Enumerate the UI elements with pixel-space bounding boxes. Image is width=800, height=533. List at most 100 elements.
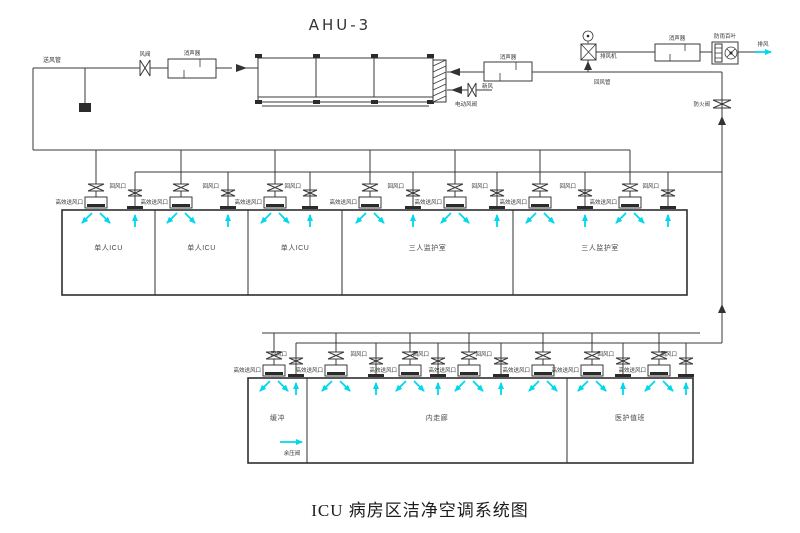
hepa-outlet-label: 高效送风口: [618, 366, 646, 374]
supply-duct-label: 送风管: [43, 56, 61, 64]
room-label: 三人监护室: [409, 243, 447, 252]
hepa-supply-terminal: 高效送风口: [414, 150, 470, 224]
supply-air-arrow: [528, 380, 540, 392]
damper-icon: [489, 189, 505, 197]
hepa-box-icon: [580, 364, 604, 377]
row1-air-terminals: 高效送风口高效送风口高效送风口高效送风口高效送风口高效送风口高效送风口回风口回风…: [55, 150, 676, 227]
supply-air-arrow: [81, 212, 93, 224]
fresh-air-label: 新风: [482, 82, 494, 90]
return-grille-label: 回风口: [270, 351, 287, 358]
hepa-outlet-label: 高效送风口: [369, 366, 397, 374]
valve-label: 风阀: [139, 50, 150, 58]
grille-bar-icon: [660, 206, 676, 209]
return-air-grille: 回风口: [559, 172, 593, 227]
grille-bar-icon: [577, 206, 593, 209]
damper-icon: [361, 183, 379, 192]
silencer-label: 消声器: [500, 53, 517, 61]
hepa-supply-terminal: 高效送风口: [499, 150, 555, 224]
supply-air-arrow: [184, 212, 196, 224]
hepa-outlet-label: 高效送风口: [295, 366, 323, 374]
flow-arrow: [584, 61, 592, 70]
room-label: 内走廊: [426, 413, 449, 422]
return-grille-label: 回风口: [202, 183, 219, 190]
grille-bar-icon: [288, 374, 304, 377]
supply-air-arrow: [662, 380, 674, 392]
damper-icon: [172, 183, 190, 192]
hepa-box-icon: [443, 196, 467, 209]
room-block: [247, 377, 694, 464]
flow-arrow: [451, 86, 462, 94]
return-grille-label: 回风口: [642, 183, 659, 190]
exhaust-air-label: 排风: [757, 40, 769, 48]
hepa-outlet-label: 高效送风口: [233, 366, 261, 374]
hepa-box-icon: [531, 364, 555, 377]
hepa-outlet-label: 高效送风口: [234, 198, 262, 206]
hepa-box-icon: [324, 364, 348, 377]
return-grille-label: 回风口: [412, 351, 429, 358]
hepa-supply-terminal: 高效送风口: [502, 333, 558, 392]
damper-icon: [615, 357, 631, 365]
grille-bar-icon: [489, 206, 505, 209]
supply-air-arrow: [373, 212, 385, 224]
return-duct-label: 回风管: [594, 78, 611, 86]
silencer-exhaust: [654, 43, 701, 62]
room-label: 三人监护室: [581, 243, 619, 252]
return-grille-label: 回风口: [471, 183, 488, 190]
rain-louver-icon: [711, 41, 739, 65]
return-air-grille: 回风口: [471, 172, 505, 227]
grille-bar-icon: [430, 374, 446, 377]
return-grille-label: 回风口: [559, 183, 576, 190]
return-air-grille: 回风口: [109, 172, 143, 227]
supply-air-arrow: [339, 380, 351, 392]
silencer-return: [483, 61, 533, 82]
supply-air-arrow: [260, 212, 272, 224]
return-grille-label: 回风口: [109, 183, 126, 190]
supply-air-arrow: [277, 380, 289, 392]
return-air-grille: 回风口: [475, 343, 509, 395]
silencer-label: 消声器: [184, 49, 201, 57]
damper-icon: [430, 357, 446, 365]
hepa-box-icon: [262, 364, 286, 377]
rain-louver-label: 防雨百叶: [714, 32, 737, 40]
supply-air-arrow: [321, 380, 333, 392]
room-label: 单人ICU: [94, 243, 123, 252]
damper-icon: [678, 357, 694, 365]
damper-icon: [302, 189, 318, 197]
hepa-box-icon: [457, 364, 481, 377]
fire-damper-label: 防火阀: [693, 100, 710, 108]
supply-air-arrow: [278, 212, 290, 224]
return-air-grille: 回风口: [284, 172, 318, 227]
supply-air-arrow: [99, 212, 111, 224]
damper-icon: [220, 189, 236, 197]
supply-air-arrow: [355, 212, 367, 224]
hepa-box-icon: [647, 364, 671, 377]
damper-icon: [531, 183, 549, 192]
page-title: ICU 病房区洁净空调系统图: [311, 501, 529, 520]
duct-sensor-icon: [79, 103, 91, 112]
hepa-outlet-label: 高效送风口: [551, 366, 579, 374]
supply-air-arrow: [454, 380, 466, 392]
damper-icon: [534, 351, 552, 360]
hepa-supply-terminal: 高效送风口: [618, 333, 674, 392]
hepa-supply-terminal: 高效送风口: [589, 150, 645, 224]
return-air-grille: 回风口: [387, 172, 421, 227]
relief-valve-label: 余压阀: [284, 449, 301, 457]
supply-air-arrow: [525, 212, 537, 224]
flow-arrow: [449, 68, 460, 76]
damper-icon: [288, 357, 304, 365]
supply-air-arrow: [595, 380, 607, 392]
fire-damper-icon: [712, 99, 732, 109]
hepa-outlet-label: 高效送风口: [414, 198, 442, 206]
ahu-filter-section-icon: [432, 59, 447, 103]
supply-air-arrow: [546, 380, 558, 392]
supply-air-arrow: [395, 380, 407, 392]
hepa-outlet-label: 高效送风口: [140, 198, 168, 206]
flow-arrow: [718, 116, 726, 125]
exhaust-fan-label: 排风机: [600, 52, 617, 60]
return-grille-label: 回风口: [660, 351, 677, 358]
silencer-supply: [167, 58, 217, 79]
hepa-box-icon: [169, 196, 193, 209]
hepa-supply-terminal: 高效送风口: [295, 333, 351, 392]
